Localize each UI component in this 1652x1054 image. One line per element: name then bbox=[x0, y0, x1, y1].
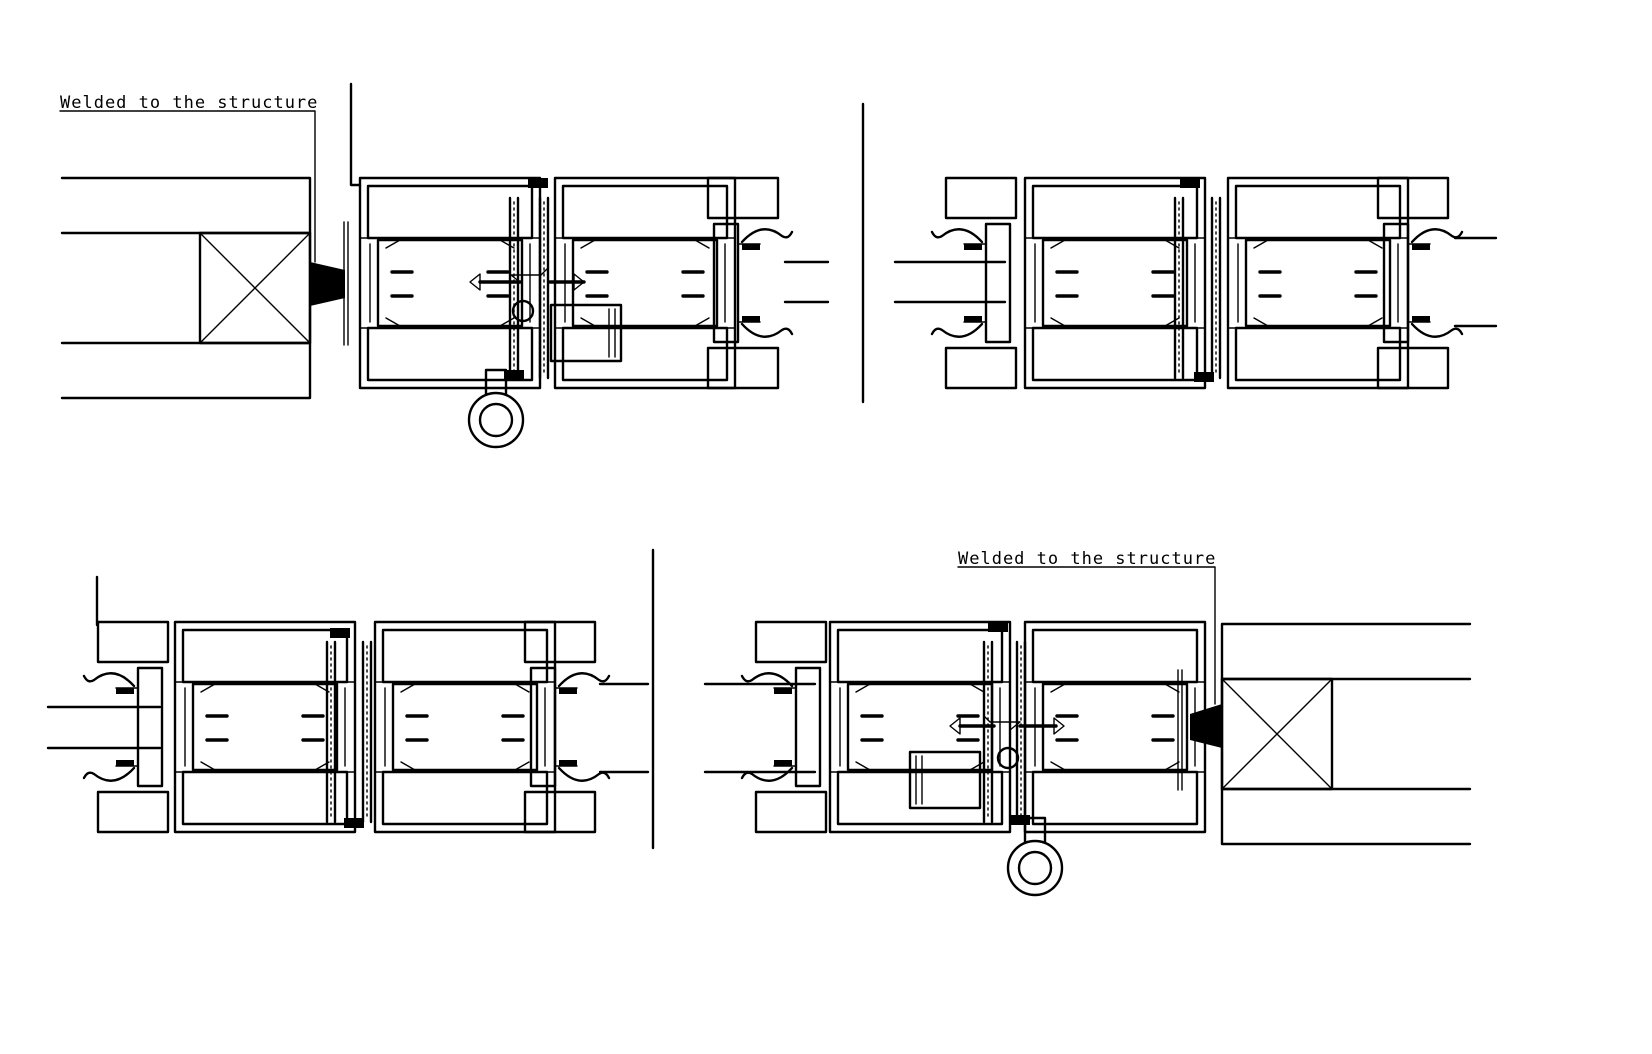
detail-top-right bbox=[893, 176, 1498, 390]
welded-label-bottom: Welded to the structure bbox=[958, 549, 1216, 569]
welded-label-top: Welded to the structure bbox=[60, 93, 318, 113]
detail-bottom-left bbox=[46, 575, 650, 834]
detail-bottom-right: Welded to the structure bbox=[703, 549, 1472, 897]
detail-top-left: Welded to the structure bbox=[59, 82, 830, 449]
